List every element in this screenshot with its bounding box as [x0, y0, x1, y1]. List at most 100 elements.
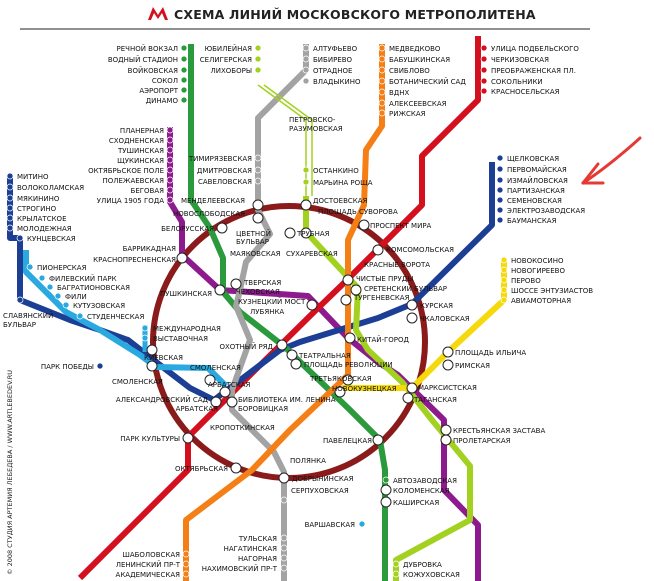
station-label: ПОЛЕЖАЕВСКАЯ: [102, 177, 164, 185]
station-label: НОВОКУЗНЕЦКАЯ: [332, 385, 397, 393]
station-label: ВЫСТАВОЧНАЯ: [153, 335, 208, 343]
station-label: БАГРАТИОНОВСКАЯ: [57, 284, 130, 292]
station-label: ПЛАНЕРНАЯ: [120, 127, 164, 135]
station-label: КУЗНЕЦКИЙ МОСТ: [238, 297, 306, 306]
station-label: ИЗМАЙЛОВСКАЯ: [507, 176, 568, 185]
station-label: НОВОКОСИНО: [511, 257, 564, 265]
station-label: ЛУБЯНКА: [250, 308, 284, 316]
station-label: КРАСНОПРЕСНЕНСКАЯ: [93, 256, 176, 264]
station-label: МЕЖДУНАРОДНАЯ: [153, 325, 221, 333]
station-dots: [6, 44, 508, 578]
station-label: КОЖУХОВСКАЯ: [403, 571, 460, 579]
station-label: ЛЕНИНСКИЙ ПР-Т: [116, 560, 181, 569]
station-label: ТАГАНСКАЯ: [413, 396, 457, 404]
station-label: РИМСКАЯ: [455, 362, 490, 370]
station-label: СВИБЛОВО: [389, 67, 430, 75]
station-label: КИТАЙ-ГОРОД: [357, 335, 410, 344]
station-label: ПЕРВОМАЙСКАЯ: [507, 165, 567, 174]
station-label: НАГАТИНСКАЯ: [224, 545, 278, 553]
station-label: СМОЛЕНСКАЯ: [190, 364, 241, 372]
station-label: ОТРАДНОЕ: [313, 67, 352, 75]
station-label: КУТУЗОВСКАЯ: [73, 302, 125, 310]
station-label: РЕЧНОЙ ВОКЗАЛ: [117, 44, 179, 53]
station-labels: РЕЧНОЙ ВОКЗАЛ ВОДНЫЙ СТАДИОН ВОЙКОВСКАЯ …: [3, 44, 593, 579]
station-label: УЛИЦА ПОДБЕЛЬСКОГО: [491, 45, 579, 53]
station-label: АВТОЗАВОДСКАЯ: [393, 477, 457, 485]
station-label: ВДНХ: [389, 89, 410, 97]
station-label: ПАРТИЗАНСКАЯ: [507, 187, 565, 195]
station-label: ТУШИНСКАЯ: [117, 147, 164, 155]
station-label: ДУБРОВКА: [403, 561, 442, 569]
station-label: БИБИРЕВО: [313, 56, 353, 64]
station-label: ЧКАЛОВСКАЯ: [420, 315, 470, 323]
station-label: ЮБИЛЕЙНАЯ: [205, 44, 253, 53]
station-label: БОРОВИЦКАЯ: [238, 405, 288, 413]
copyright-credit: © 2008 СТУДИЯ АРТЕМИЯ ЛЕБЕДЕВА / WWW.ART…: [6, 370, 14, 575]
station-label: КУНЦЕВСКАЯ: [27, 235, 76, 243]
station-label: СМОЛЕНСКАЯ: [112, 378, 163, 386]
station-label: ПРОСПЕКТ МИРА: [370, 222, 432, 230]
grey-line: [229, 44, 309, 581]
station-label: ПЕТРОВСКО-: [289, 116, 336, 124]
station-label: ТЕАТРАЛЬНАЯ: [298, 352, 351, 360]
station-label: ОКТЯБРЬСКОЕ ПОЛЕ: [88, 167, 164, 175]
station-label: СЕЛИГЕРСКАЯ: [200, 56, 252, 64]
station-label: БАБУШКИНСКАЯ: [389, 56, 450, 64]
station-label: БЕЛОРУССКАЯ: [161, 225, 214, 233]
station-label: АЛТУФЬЕВО: [313, 45, 358, 53]
lime-upper-hollow: [257, 84, 307, 196]
station-label: НАХИМОВСКИЙ ПР-Т: [202, 564, 278, 573]
station-label: ЧИСТЫЕ ПРУДЫ: [356, 275, 413, 283]
station-label: ДИНАМО: [146, 97, 179, 105]
station-label: КИЕВСКАЯ: [144, 354, 183, 362]
station-label: БОТАНИЧЕСКИЙ САД: [389, 77, 466, 86]
station-label: СТУДЕНЧЕСКАЯ: [87, 313, 144, 321]
station-label: ПИОНЕРСКАЯ: [37, 264, 87, 272]
station-label: ТРУБНАЯ: [296, 230, 330, 238]
station-label: ПЛОЩАДЬ РЕВОЛЮЦИИ: [304, 361, 393, 369]
station-label: ТВЕРСКАЯ: [243, 279, 281, 287]
station-label: ПЛОЩАДЬ СУВОРОВА: [318, 208, 398, 216]
blue-line: [7, 162, 495, 403]
station-label: МЯКИНИНО: [17, 195, 60, 203]
station-label: ДОСТОЕВСКАЯ: [313, 197, 368, 205]
station-label: АЭРОПОРТ: [139, 87, 178, 95]
station-label: ТИМИРЯЗЕВСКАЯ: [188, 155, 252, 163]
station-label: ВЛАДЫКИНО: [313, 78, 361, 86]
station-label: ПЛОЩАДЬ ИЛЬИЧА: [455, 349, 526, 357]
green-line: [188, 44, 388, 581]
station-label: РАЗУМОВСКАЯ: [289, 125, 343, 133]
station-label: ПЕРОВО: [511, 277, 541, 285]
station-label: УЛИЦА 1905 ГОДА: [97, 197, 165, 205]
station-label: МАЯКОВСКАЯ: [230, 250, 281, 258]
station-label: СОКОЛ: [152, 77, 178, 85]
station-label: СОКОЛЬНИКИ: [491, 78, 543, 86]
station-label: АРБАТСКАЯ: [208, 381, 251, 389]
station-label: ТРЕТЬЯКОВСКАЯ: [309, 375, 372, 383]
station-label: МОЛОДЕЖНАЯ: [17, 225, 72, 233]
station-label: КРЫЛАТСКОЕ: [17, 215, 67, 223]
station-label: МЕДВЕДКОВО: [389, 45, 441, 53]
station-label: ОХОТНЫЙ РЯД: [219, 342, 273, 351]
arrow-icon: [581, 136, 642, 185]
station-label: САВЕЛОВСКАЯ: [198, 178, 252, 186]
map-header: СХЕМА ЛИНИЙ МОСКОВСКОГО МЕТРОПОЛИТЕНА: [20, 7, 590, 30]
station-label: ПАРК КУЛЬТУРЫ: [120, 435, 180, 443]
map-title: СХЕМА ЛИНИЙ МОСКОВСКОГО МЕТРОПОЛИТЕНА: [174, 7, 536, 22]
station-label: БАУМАНСКАЯ: [507, 217, 557, 225]
station-label: СЕРПУХОВСКАЯ: [291, 487, 349, 495]
station-label: СЛАВЯНСКИЙ: [3, 311, 53, 320]
station-label: МИТИНО: [17, 173, 49, 181]
station-label: КОМСОМОЛЬСКАЯ: [386, 246, 454, 254]
station-label: РИЖСКАЯ: [389, 110, 426, 118]
station-label: ОКТЯБРЬСКАЯ: [175, 465, 228, 473]
station-label: ВОДНЫЙ СТАДИОН: [108, 55, 178, 64]
metro-logo-icon: [148, 7, 168, 20]
station-label: ЦВЕТНОЙ: [236, 229, 271, 238]
station-label: ПРОЛЕТАРСКАЯ: [453, 437, 511, 445]
station-markers: [146, 199, 454, 508]
station-label: БАРРИКАДНАЯ: [123, 245, 177, 253]
station-label: БИБЛИОТЕКА ИМ. ЛЕНИНА: [238, 396, 336, 404]
lime-line: [303, 196, 473, 581]
